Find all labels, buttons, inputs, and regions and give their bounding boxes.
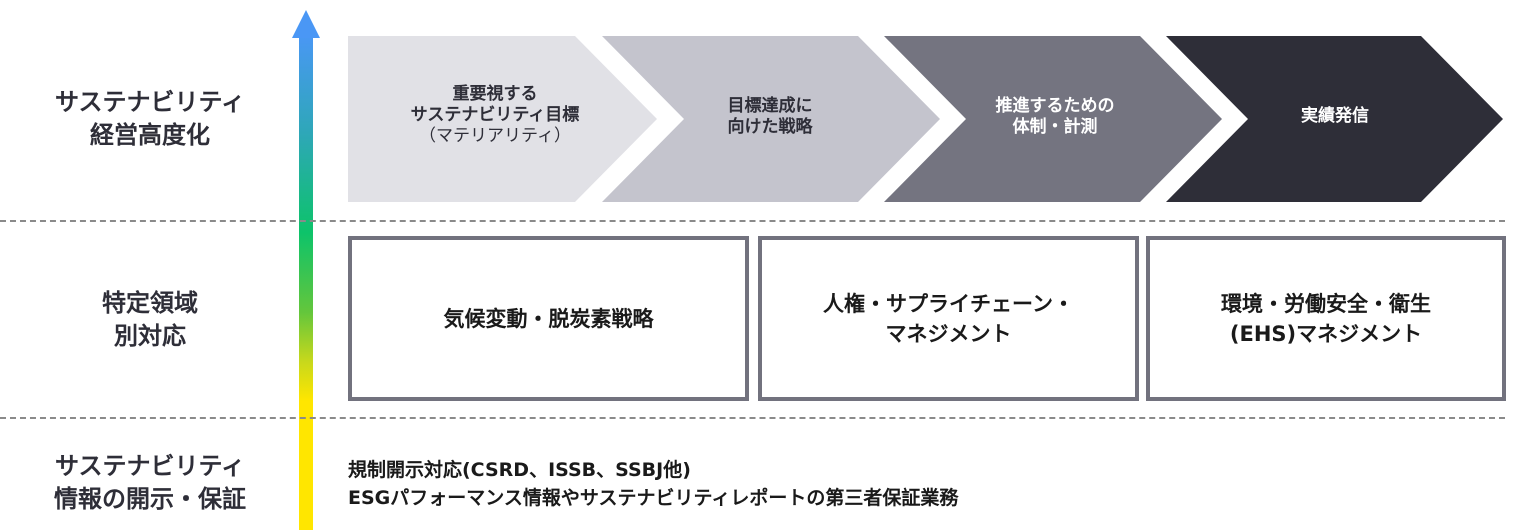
row-label-specific-areas: 特定領域 別対応 (0, 287, 300, 353)
disclosure-line: 規制開示対応(CSRD、ISSB、SSBJ他) (348, 459, 691, 481)
chevron-line: 向けた戦略 (727, 117, 813, 137)
row-label-line: 経営高度化 (90, 121, 210, 149)
chevron-line: 重要視する (452, 84, 538, 104)
box-line: (EHS)マネジメント (1229, 321, 1423, 346)
chevron-4 (1166, 36, 1503, 202)
area-box-climate: 気候変動・脱炭素戦略 (348, 236, 749, 401)
box-line: 環境・労働安全・衛生 (1221, 291, 1431, 316)
chevron-subtext: （マテリアリティ） (419, 126, 571, 146)
chevron-3 (884, 36, 1222, 202)
progression-arrow-shaft (299, 34, 313, 530)
row-label-line: サステナビリティ (54, 88, 246, 116)
arrow-up-icon (292, 10, 320, 38)
chevron-line: 推進するための (995, 96, 1115, 116)
chevron-line: 目標達成に (727, 96, 813, 116)
chevron-1 (348, 36, 657, 202)
area-box-ehs: 環境・労働安全・衛生 (EHS)マネジメント (1146, 236, 1506, 401)
chevron-line: サステナビリティ目標 (410, 105, 580, 125)
chevron-2 (602, 36, 940, 202)
row-label-line: サステナビリティ (54, 452, 246, 480)
box-line: 人権・サプライチェーン・ (823, 291, 1074, 316)
area-box-human-rights: 人権・サプライチェーン・ マネジメント (758, 236, 1139, 401)
box-line: マネジメント (885, 321, 1012, 346)
row-label-line: 情報の開示・保証 (54, 485, 246, 513)
row-label-line: 特定領域 (102, 289, 198, 317)
row-label-line: 別対応 (114, 322, 186, 350)
chevron-line: 体制・計測 (1012, 117, 1098, 137)
chevron-2-text: 目標達成に 向けた戦略 (680, 96, 860, 138)
row-label-disclosure: サステナビリティ 情報の開示・保証 (0, 450, 300, 516)
row-divider-1 (0, 220, 1505, 222)
row-label-management: サステナビリティ 経営高度化 (0, 86, 300, 152)
chevron-4-text: 実績発信 (1250, 106, 1420, 127)
chevron-3-text: 推進するための 体制・計測 (955, 96, 1155, 138)
chevron-1-text: 重要視する サステナビリティ目標 （マテリアリティ） (370, 84, 620, 147)
box-line: 気候変動・脱炭素戦略 (443, 306, 654, 331)
disclosure-line: ESGパフォーマンス情報やサステナビリティレポートの第三者保証業務 (348, 487, 959, 509)
row-divider-2 (0, 417, 1505, 419)
chevron-line: 実績発信 (1301, 106, 1369, 126)
disclosure-description: 規制開示対応(CSRD、ISSB、SSBJ他) ESGパフォーマンス情報やサステ… (348, 456, 958, 512)
